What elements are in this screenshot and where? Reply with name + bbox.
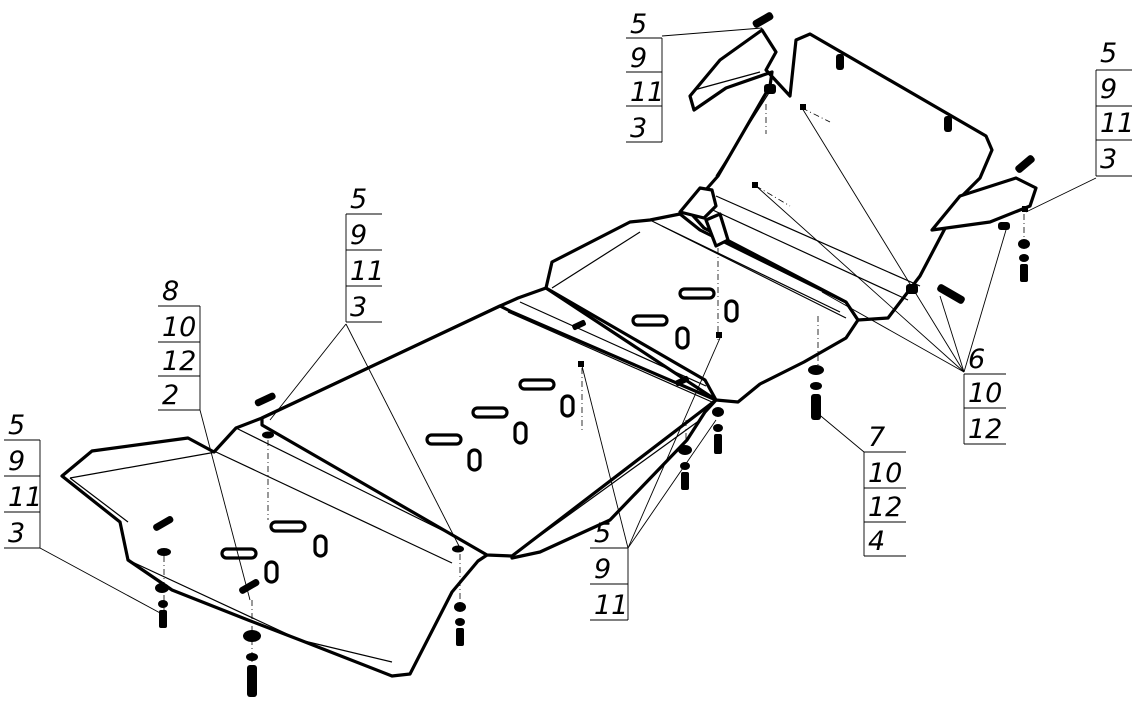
callout-label: 3 bbox=[1100, 144, 1117, 175]
callout-label: 12 bbox=[868, 492, 902, 523]
callout-label: 11 bbox=[1100, 108, 1134, 139]
callout-label: 5 bbox=[350, 184, 367, 215]
callout-label: 3 bbox=[630, 113, 647, 144]
callout-label: 9 bbox=[350, 220, 367, 251]
callout-label: 11 bbox=[8, 482, 42, 513]
callout-right-7: 7 10 12 4 bbox=[863, 422, 906, 557]
callout-label: 7 bbox=[868, 422, 885, 453]
callout-label: 5 bbox=[630, 9, 647, 40]
callout-top-right: 5 9 11 3 bbox=[1095, 38, 1134, 177]
callout-label: 12 bbox=[162, 346, 196, 377]
rear-skid-plate bbox=[678, 12, 1038, 322]
callout-mid-left: 5 9 11 3 bbox=[345, 184, 384, 323]
callout-label: 10 bbox=[968, 378, 1002, 409]
callout-label: 9 bbox=[8, 446, 25, 477]
callout-top-left: 5 9 11 3 bbox=[626, 9, 664, 144]
callout-label: 11 bbox=[630, 77, 664, 108]
callout-label: 10 bbox=[162, 312, 196, 343]
callout-label: 9 bbox=[594, 554, 611, 585]
callout-label: 9 bbox=[630, 43, 647, 74]
callout-label: 6 bbox=[968, 344, 985, 375]
callout-label: 5 bbox=[594, 518, 611, 549]
callout-label: 3 bbox=[350, 292, 367, 323]
callout-label: 11 bbox=[350, 256, 384, 287]
callout-label: 5 bbox=[8, 410, 25, 441]
callout-label: 11 bbox=[594, 590, 628, 621]
middle-skid-plate bbox=[260, 286, 718, 560]
callout-center: 5 9 11 bbox=[590, 518, 629, 621]
leader-lines bbox=[39, 27, 1097, 615]
callout-label: 5 bbox=[1100, 38, 1117, 69]
callout-label: 2 bbox=[162, 380, 179, 411]
callout-label: 9 bbox=[1100, 74, 1117, 105]
callout-left-8: 8 10 12 2 bbox=[158, 276, 201, 411]
callout-label: 3 bbox=[8, 518, 25, 549]
center-lines bbox=[163, 104, 1025, 668]
callout-far-left: 5 9 11 3 bbox=[4, 410, 42, 549]
callout-label: 8 bbox=[162, 276, 179, 307]
callout-label: 12 bbox=[968, 414, 1002, 445]
loose-fasteners bbox=[155, 239, 1030, 697]
callout-label: 4 bbox=[868, 526, 885, 557]
callout-right-6: 6 10 12 bbox=[963, 344, 1006, 445]
callout-label: 10 bbox=[868, 458, 902, 489]
